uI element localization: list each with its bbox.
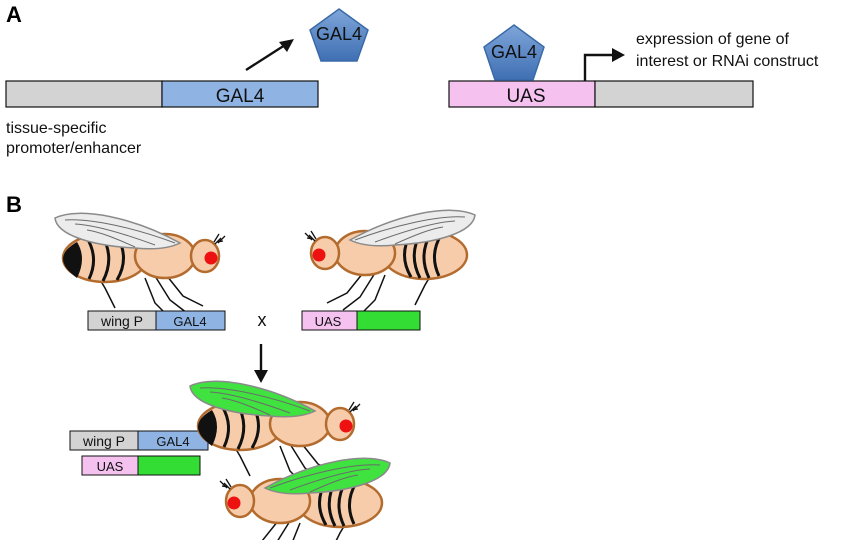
uas-box	[448, 80, 596, 108]
offspring-promoter-label: wing P	[82, 433, 125, 449]
parent1-fly	[54, 212, 227, 320]
gal4-gene-box	[161, 80, 319, 108]
parent1-gal4-label: GAL4	[173, 314, 206, 329]
cross-symbol: x	[258, 310, 267, 330]
parent2-fly	[304, 209, 476, 316]
promoter-caption-line2: promoter/enhancer	[6, 140, 142, 157]
parent2-uas-label: UAS	[315, 314, 342, 329]
gal4-gene-label: GAL4	[216, 86, 265, 107]
expression-caption-line2: interest or RNAi construct	[636, 53, 819, 70]
parent2-gene-box	[356, 310, 421, 331]
parent1-construct: wing P GAL4	[87, 310, 226, 331]
parent1-gal4-box	[155, 310, 226, 331]
tissue-promoter-box	[5, 80, 163, 108]
offspring-gene-box	[137, 455, 201, 476]
offspring-uas-label: UAS	[97, 459, 124, 474]
gal4-driver-construct: GAL4	[5, 80, 319, 108]
bound-gal4-label: GAL4	[491, 42, 537, 62]
offspring-gal4-construct: wing P GAL4	[69, 430, 209, 451]
uas-label: UAS	[506, 86, 545, 107]
panel-a-label: A	[6, 2, 22, 27]
gal4-protein-label: GAL4	[316, 24, 362, 44]
progeny-arrow	[254, 344, 268, 383]
panel-b-label: B	[6, 192, 22, 217]
offspring-uas-construct: UAS	[81, 455, 201, 476]
translation-arrow	[245, 39, 294, 72]
expression-caption-line1: expression of gene of	[636, 31, 790, 48]
target-gene-box	[594, 80, 754, 108]
promoter-caption-line1: tissue-specific	[6, 120, 106, 137]
offspring-fly-female	[219, 457, 391, 545]
transcription-arrow	[583, 48, 625, 81]
uas-reporter-construct: UAS	[448, 80, 754, 108]
gal4-protein-pentagon: GAL4	[309, 8, 369, 62]
bound-gal4-pentagon: GAL4	[483, 24, 545, 81]
offspring-gal4-label: GAL4	[156, 434, 189, 449]
parent1-promoter-label: wing P	[100, 313, 143, 329]
parent2-construct: UAS	[301, 310, 421, 331]
